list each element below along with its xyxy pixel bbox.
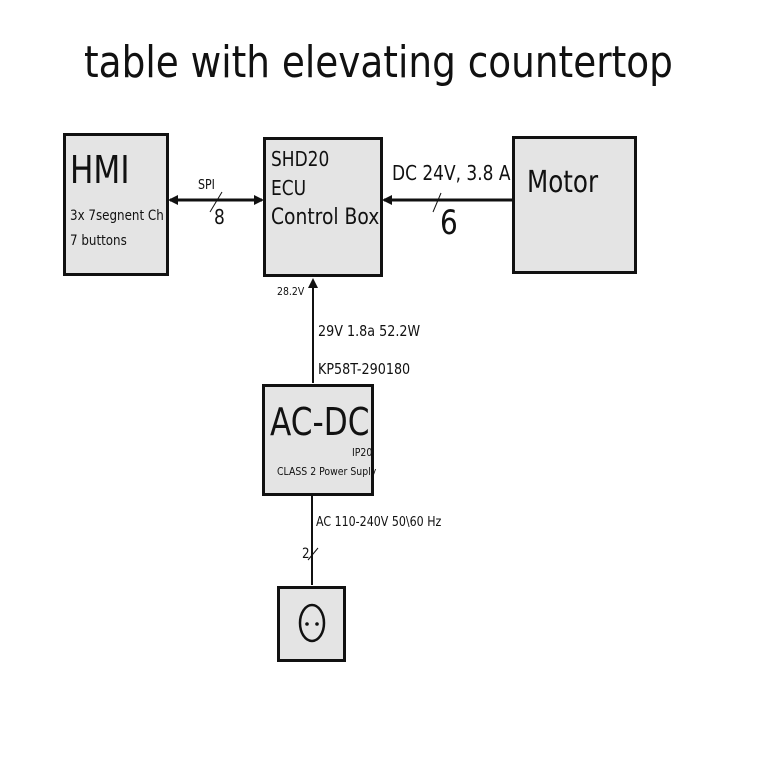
ecu-control-box-block bbox=[263, 137, 383, 277]
acdc-ecu-voltage-tap: 28.2V bbox=[277, 285, 305, 298]
ecu-type-label: ECU bbox=[271, 176, 307, 200]
ac-dc-description: CLASS 2 Power Suply bbox=[277, 465, 377, 478]
diagram-title: table with elevating countertop bbox=[84, 37, 673, 88]
acdc-ecu-spec: 29V 1.8a 52.2W bbox=[318, 322, 421, 340]
ecu-model-label: SHD20 bbox=[271, 147, 330, 171]
power-outlet-block bbox=[277, 586, 346, 662]
hmi-block bbox=[63, 133, 169, 276]
motor-label: Motor bbox=[527, 165, 599, 200]
ecu-motor-link-label: DC 24V, 3.8 A bbox=[392, 161, 511, 185]
motor-block bbox=[512, 136, 637, 274]
hmi-ecu-wire-count: 8 bbox=[214, 205, 225, 229]
ecu-control-box-label: Control Box bbox=[271, 205, 380, 230]
ac-dc-label: AC-DC bbox=[270, 400, 370, 444]
hmi-ecu-link-label: SPI bbox=[198, 178, 215, 193]
power-supply-model: KP58T-290180 bbox=[318, 360, 411, 378]
outlet-acdc-wire-count: 2 bbox=[302, 546, 310, 562]
ecu-motor-wire-count: 6 bbox=[440, 203, 458, 243]
ac-dc-power-supply-block bbox=[262, 384, 374, 496]
hmi-label: HMI bbox=[70, 148, 130, 192]
power-socket-icon bbox=[298, 603, 326, 643]
outlet-acdc-bus-tick bbox=[307, 547, 319, 561]
ecu-motor-bus-tick bbox=[432, 192, 442, 213]
hmi-buttons-text: 7 buttons bbox=[70, 233, 127, 249]
hmi-display-text: 3x 7segnent Ch bbox=[70, 208, 164, 224]
ac-dc-ip-rating: IP20 bbox=[352, 446, 373, 459]
outlet-acdc-link-label: AC 110-240V 50\60 Hz bbox=[316, 515, 442, 530]
hmi-ecu-bus-tick bbox=[209, 191, 223, 213]
